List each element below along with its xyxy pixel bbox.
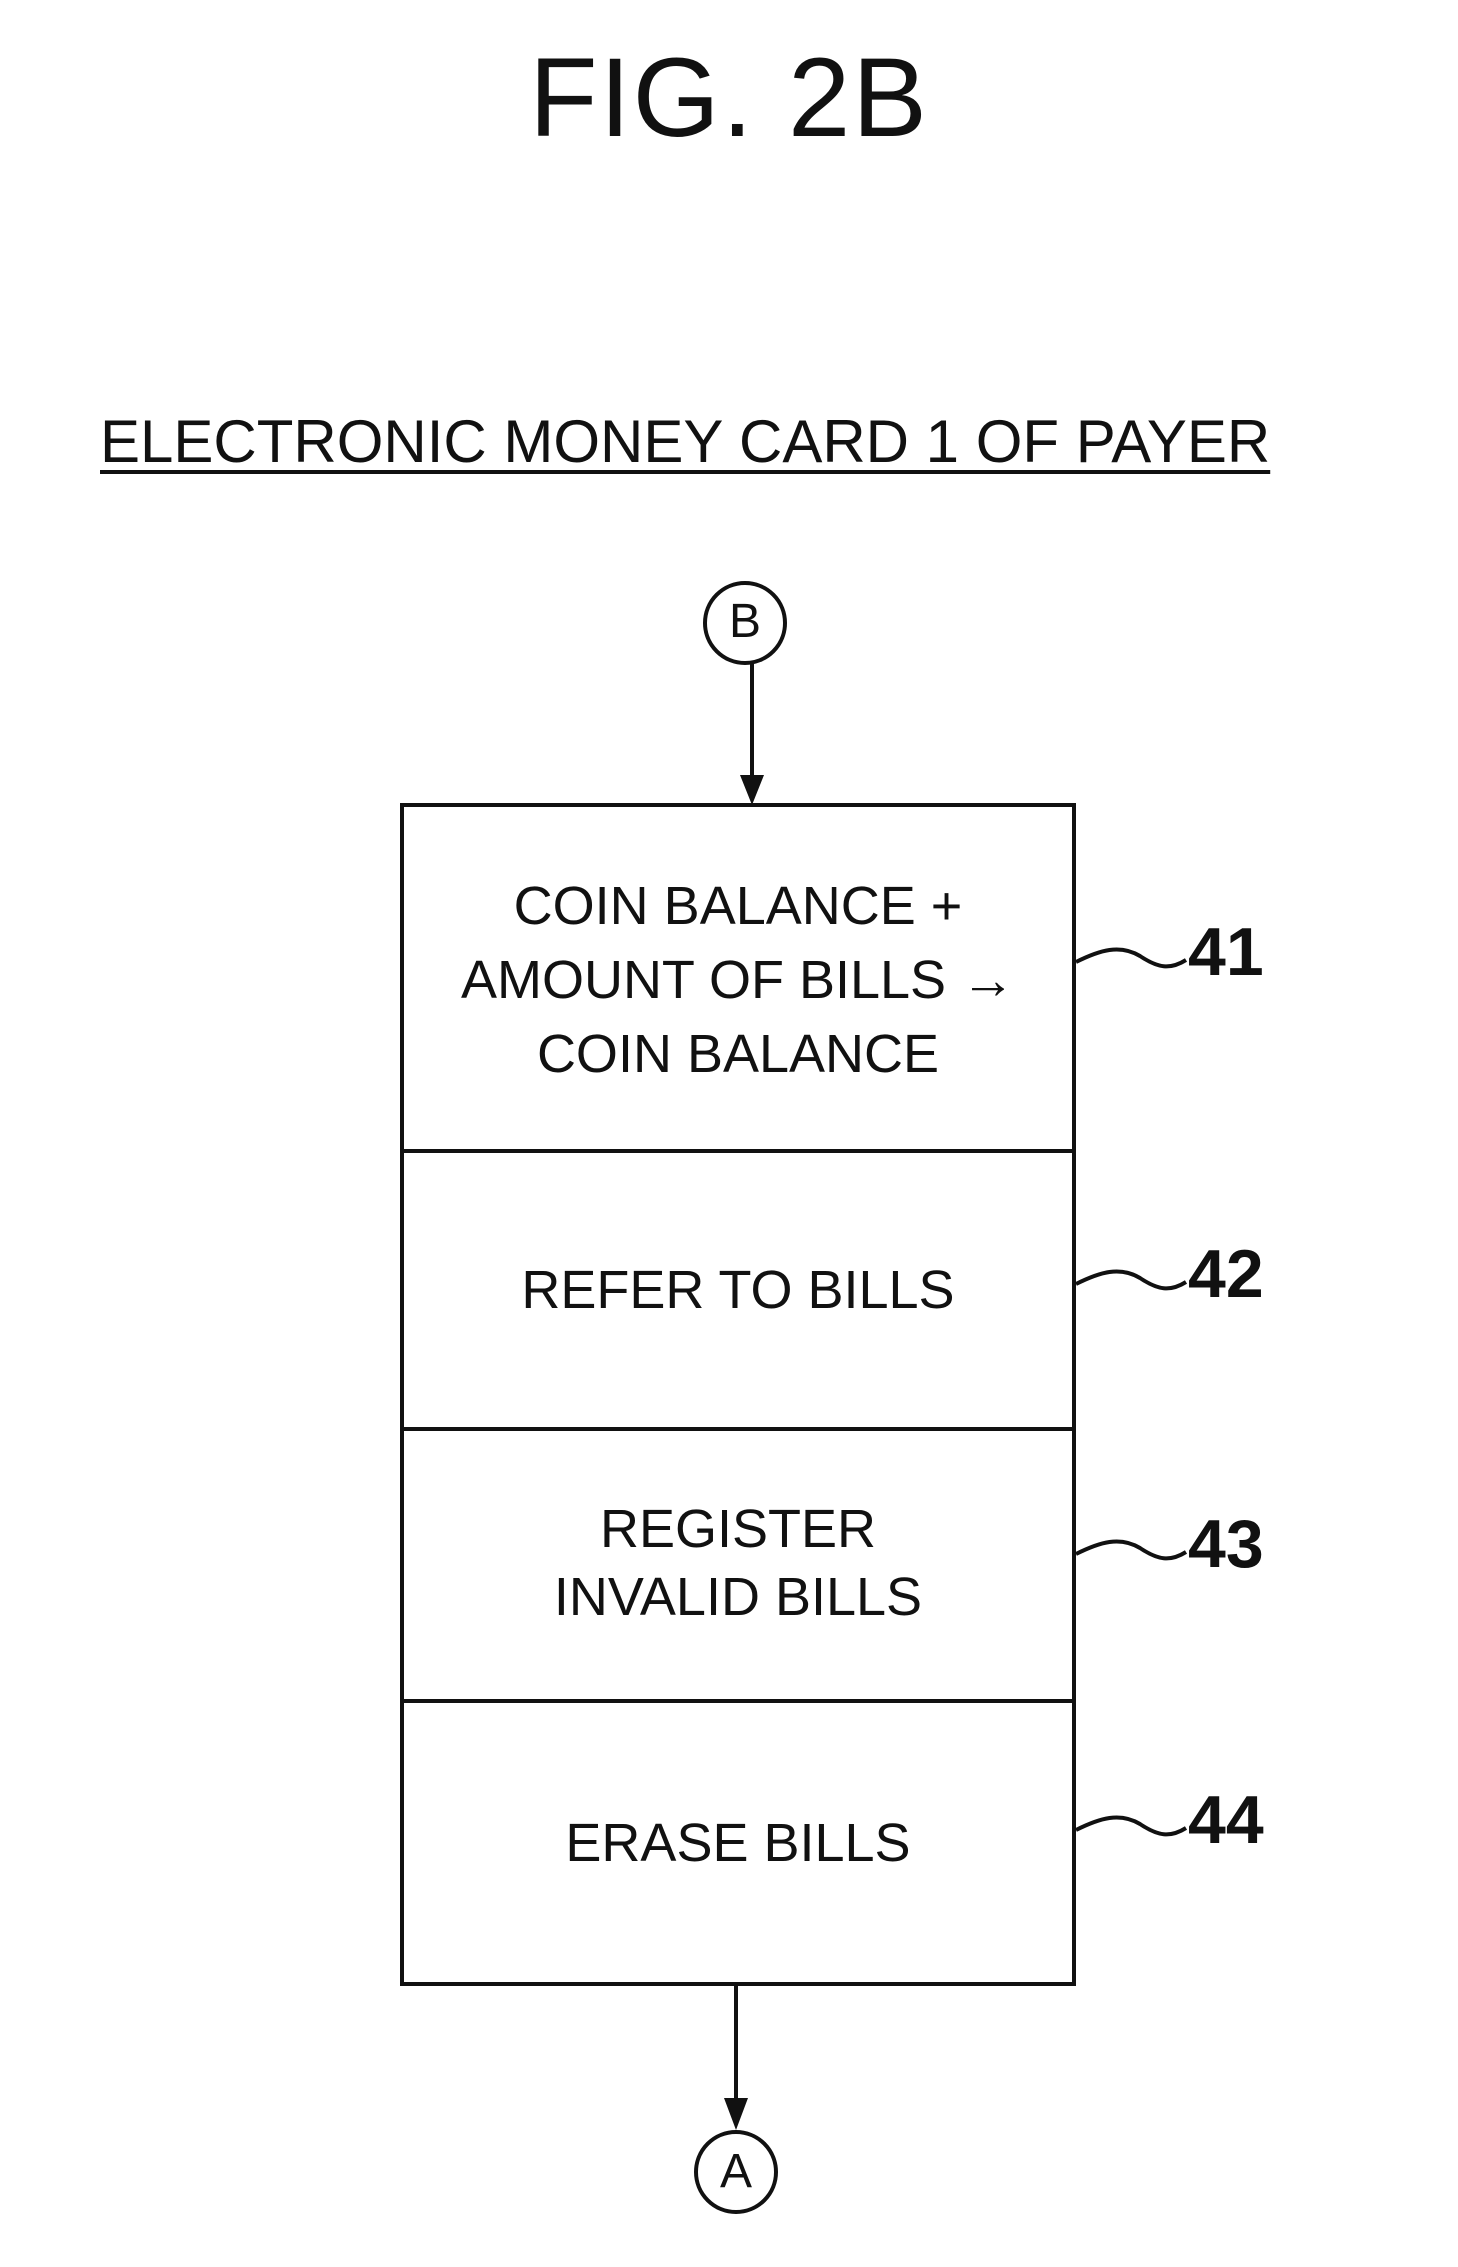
arrow-b-head: [740, 775, 764, 805]
step-box-44: [400, 1699, 1076, 1986]
step-44-line-1: ERASE BILLS: [565, 1813, 911, 1873]
figure-title: FIG. 2B: [529, 35, 929, 160]
arrow-a-head: [724, 2098, 748, 2130]
ref-number-41: 41: [1188, 914, 1264, 990]
leader-43: [1075, 1539, 1188, 1561]
leader-44: [1075, 1815, 1188, 1837]
connector-a-circle: [694, 2130, 778, 2214]
step-43-text: REGISTER INVALID BILLS: [404, 1495, 1072, 1631]
step-42-line-1: REFER TO BILLS: [521, 1260, 955, 1320]
leader-41: [1075, 947, 1188, 969]
ref-number-44: 44: [1188, 1782, 1264, 1858]
figure-subtitle: ELECTRONIC MONEY CARD 1 OF PAYER: [100, 408, 1271, 475]
step-41-line-2: AMOUNT OF BILLS →: [460, 950, 1016, 1010]
ref-number-43: 43: [1188, 1506, 1264, 1582]
step-41-text: COIN BALANCE + AMOUNT OF BILLS → COIN BA…: [404, 869, 1072, 1091]
step-43-line-2: INVALID BILLS: [553, 1567, 923, 1627]
ref-number-42: 42: [1188, 1236, 1264, 1312]
leader-42: [1075, 1269, 1188, 1291]
connector-b-label: B: [728, 595, 761, 648]
step-41-line-1: COIN BALANCE +: [513, 876, 963, 936]
connector-a-label: A: [719, 2145, 752, 2198]
step-44-text: ERASE BILLS: [404, 1806, 1072, 1880]
step-43-line-1: REGISTER: [599, 1499, 877, 1559]
step-41-line-3: COIN BALANCE: [536, 1024, 940, 1084]
connector-b-circle: [703, 581, 787, 665]
step-42-text: REFER TO BILLS: [404, 1253, 1072, 1327]
